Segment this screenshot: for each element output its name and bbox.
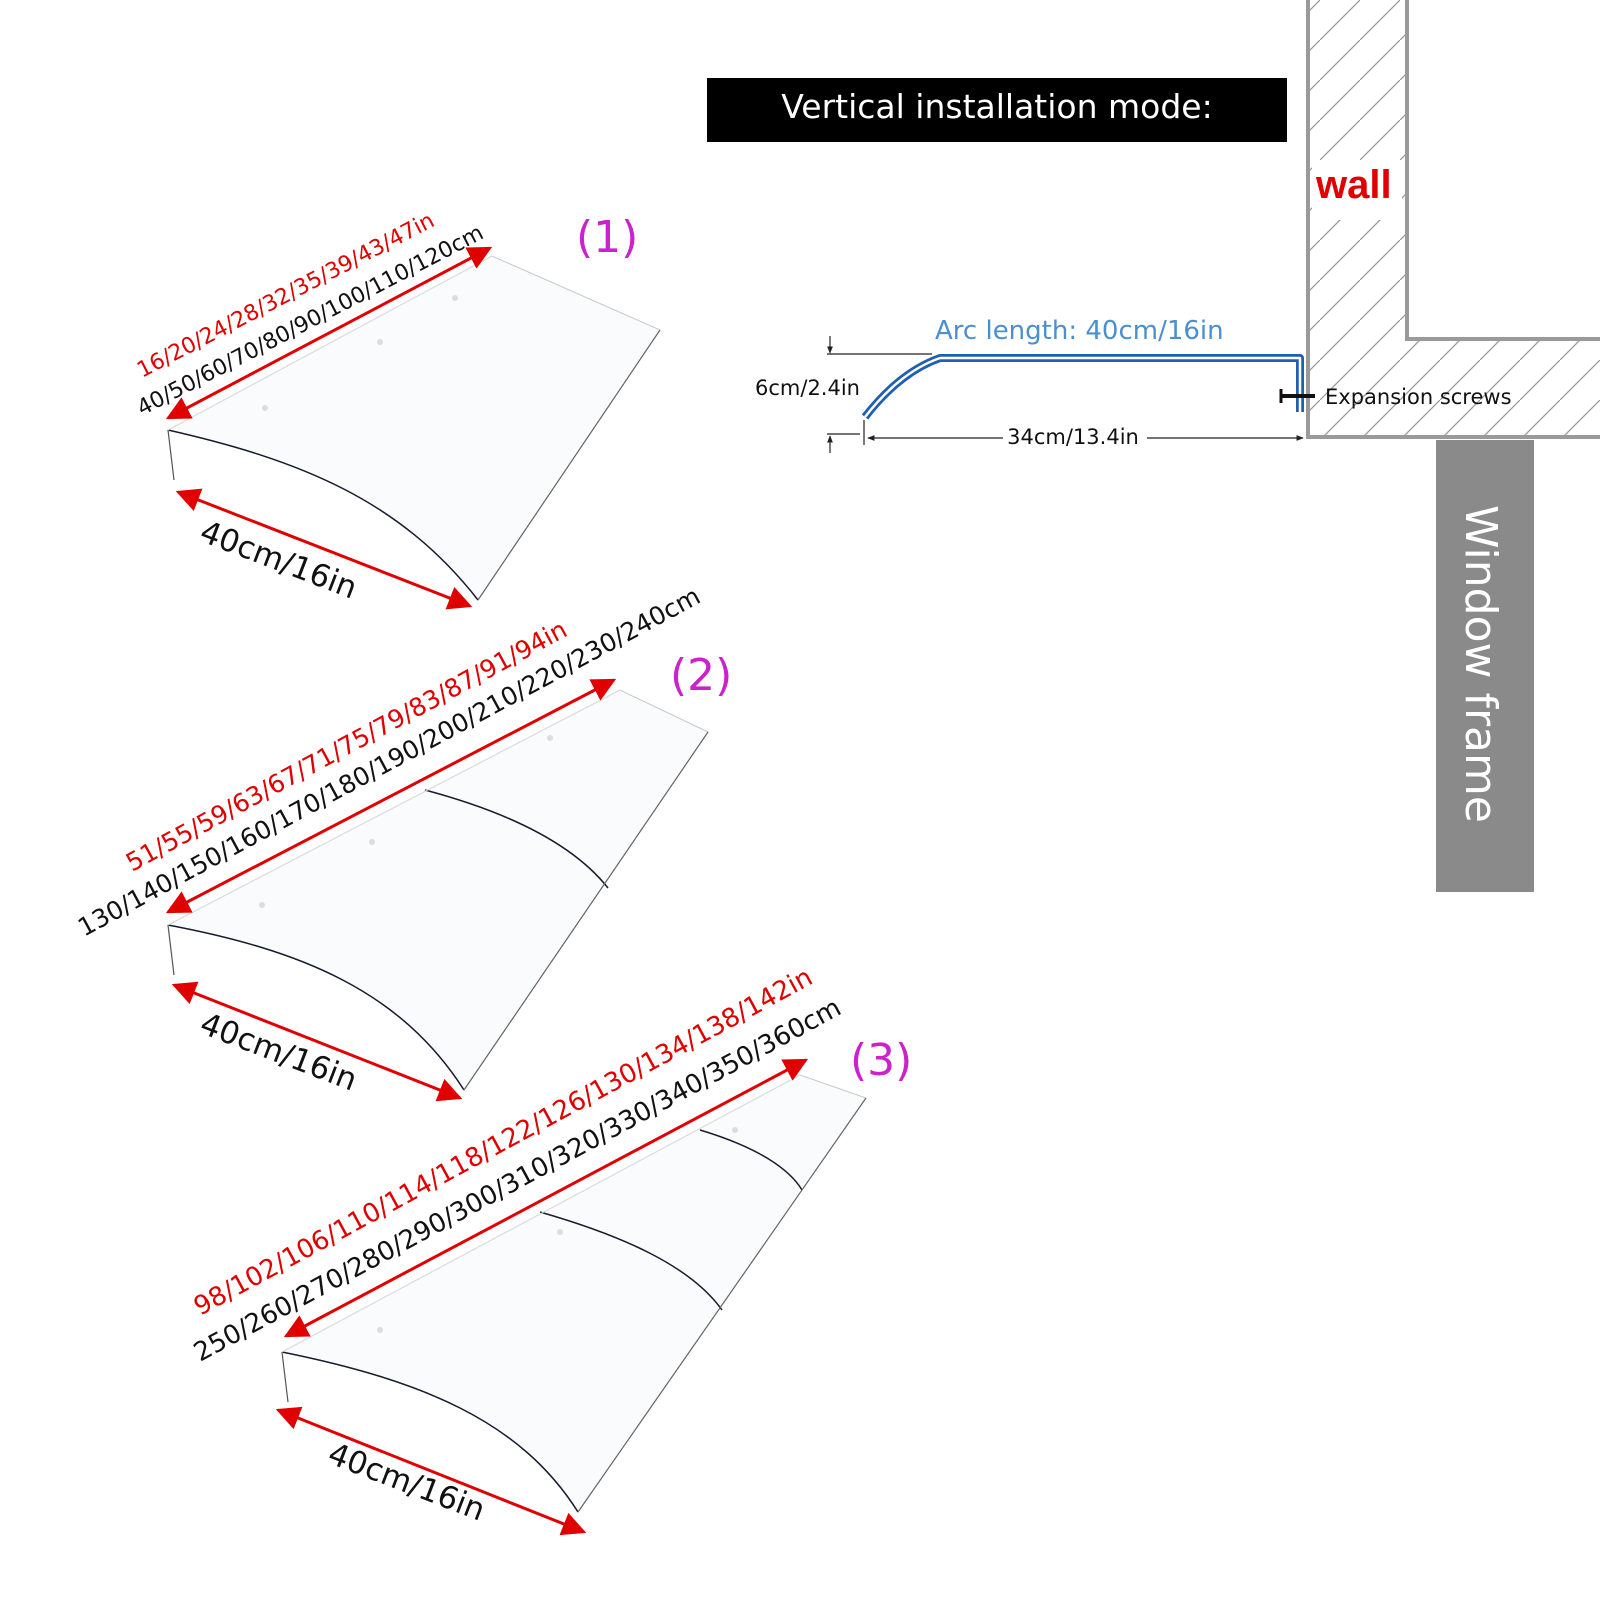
- window-frame-label: Window frame: [1455, 505, 1506, 823]
- panel-2-depth-label: 40cm/16in: [195, 1006, 362, 1099]
- panel-1-depth-label: 40cm/16in: [195, 514, 362, 607]
- arc-length-label: Arc length: 40cm/16in: [935, 316, 1224, 346]
- height-label: 6cm/2.4in: [755, 376, 860, 400]
- panel-2-length-arrow: [165, 678, 617, 914]
- panel-3-depth-label: 40cm/16in: [323, 1436, 490, 1529]
- window-frame: Window frame: [1436, 440, 1534, 892]
- wall-label-bg: [1312, 160, 1402, 220]
- header-banner: Vertical installation mode:: [707, 78, 1287, 142]
- awning-profile: [861, 354, 1304, 420]
- expansion-screws-label: Expansion screws: [1325, 385, 1512, 409]
- panel-3-number: (3): [850, 1035, 912, 1086]
- wall-label: wall: [1315, 163, 1392, 207]
- expansion-screw-icon: [1279, 389, 1315, 403]
- panel-1-number: (1): [576, 212, 638, 263]
- depth-label: 34cm/13.4in: [1007, 425, 1139, 449]
- depth-dimension: [863, 420, 1304, 445]
- panel-1-depth-arrow: [175, 488, 473, 610]
- wall-section: [1306, 0, 1600, 439]
- panel-1-length-arrow: [165, 246, 493, 420]
- panel-3-depth-arrow: [275, 1406, 587, 1536]
- panel-2-number: (2): [670, 650, 732, 701]
- page-title: Vertical installation mode:: [781, 87, 1212, 126]
- height-dimension: [827, 336, 932, 453]
- panel-3-length-arrow: [283, 1058, 809, 1338]
